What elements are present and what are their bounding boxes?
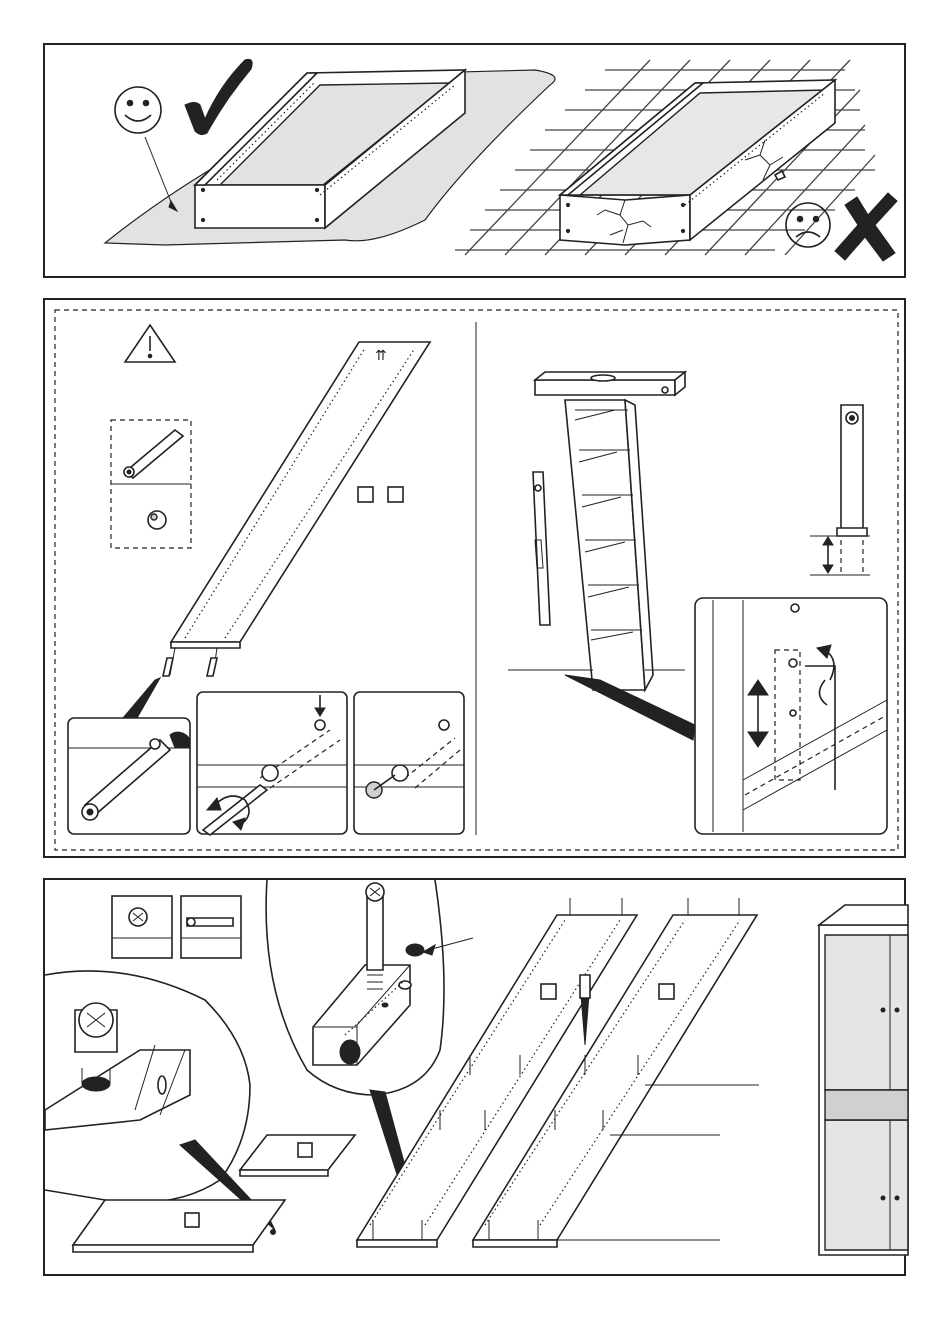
smiley-face-icon xyxy=(115,87,161,133)
cam-and-leveling-illustration: ⇈ xyxy=(45,300,908,860)
drawer-box-broken xyxy=(560,80,835,245)
cross-mark-icon xyxy=(835,193,897,261)
cabinet-right xyxy=(819,905,908,1255)
cam-lock-icon xyxy=(112,896,172,958)
small-panels xyxy=(73,1135,355,1252)
detail-cabinet-level-adjust xyxy=(695,598,887,834)
detail-cam-bolt-screw xyxy=(266,880,473,1095)
cam-lock-assembly-illustration xyxy=(45,880,908,1278)
long-side-panel: ⇈ xyxy=(163,342,430,676)
board-arrows: ⇈ xyxy=(375,348,387,364)
step-tighten-cam xyxy=(197,692,347,835)
panel-cam-lock-assembly xyxy=(43,878,906,1276)
hardware-cam-bolt-box xyxy=(111,420,191,548)
step-insert-cam-bolt xyxy=(68,718,190,834)
panel-cam-and-leveling: ⇈ xyxy=(43,298,906,858)
panel-floor-protection xyxy=(43,43,906,278)
cabinet-with-spirit-level xyxy=(508,372,685,690)
warning-triangle-icon xyxy=(125,325,175,362)
leveling-foot xyxy=(810,405,870,575)
dowel-screw-icon xyxy=(181,896,241,958)
floor-protection-illustration xyxy=(45,45,908,280)
check-mark-icon xyxy=(185,59,252,134)
step-final-cam xyxy=(354,692,464,834)
